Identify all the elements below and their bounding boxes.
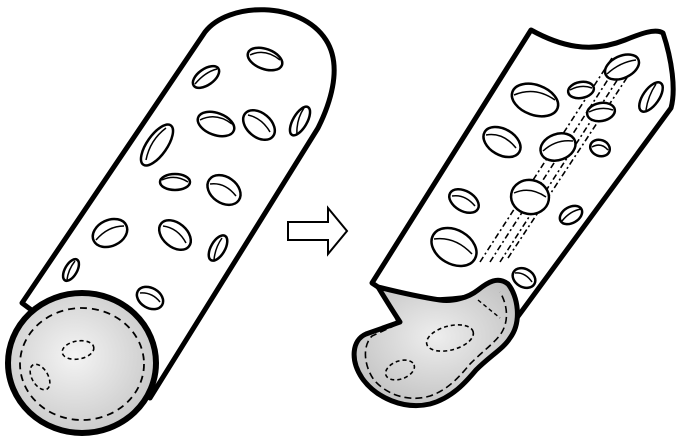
cut-tube-end: [354, 280, 517, 405]
intact-tube-end: [8, 293, 156, 433]
hole: [160, 174, 190, 190]
cut-tube: [354, 30, 673, 406]
transform-arrow: [288, 208, 347, 254]
intact-tube: [8, 10, 334, 433]
